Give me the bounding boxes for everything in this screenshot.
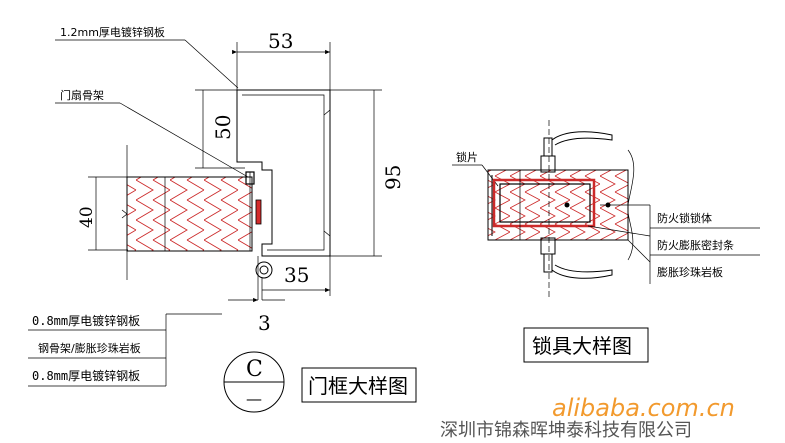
hinge-symbol bbox=[255, 256, 273, 300]
dimension-3: 3 bbox=[228, 297, 285, 335]
label-steel-pearlite: 钢骨架/膨胀珍珠岩板 bbox=[28, 341, 166, 359]
svg-text:35: 35 bbox=[284, 263, 309, 287]
label-galv-08-bottom: 0.8mm厚电镀锌钢板 bbox=[28, 369, 166, 387]
section-marker-c: C — bbox=[223, 351, 285, 413]
svg-text:0.8mm厚电镀锌钢板: 0.8mm厚电镀锌钢板 bbox=[32, 314, 140, 328]
svg-text:门扇骨架: 门扇骨架 bbox=[60, 88, 104, 102]
label-galv-08-top: 0.8mm厚电镀锌钢板 bbox=[28, 314, 166, 331]
svg-text:防火膨胀密封条: 防火膨胀密封条 bbox=[657, 238, 734, 252]
svg-text:50: 50 bbox=[211, 115, 235, 140]
svg-text:C: C bbox=[246, 357, 263, 382]
label-fire-lock-body: 防火锁锁体 bbox=[657, 211, 712, 225]
label-door-frame-bone: 门扇骨架 bbox=[55, 88, 249, 178]
label-fire-seal-strip: 防火膨胀密封条 bbox=[657, 238, 734, 252]
svg-text:53: 53 bbox=[268, 29, 293, 53]
label-galv-12: 1.2mm厚电镀锌钢板 bbox=[55, 25, 239, 89]
door-leaf-panel bbox=[121, 145, 262, 280]
svg-text:3: 3 bbox=[258, 311, 271, 335]
svg-text:深圳市锦森晖坤泰科技有限公司: 深圳市锦森晖坤泰科技有限公司 bbox=[440, 420, 692, 441]
frame-steel-profile bbox=[236, 89, 331, 257]
svg-text:钢骨架/膨胀珍珠岩板: 钢骨架/膨胀珍珠岩板 bbox=[38, 341, 141, 355]
dimension-50: 50 bbox=[195, 89, 245, 169]
svg-text:锁片: 锁片 bbox=[456, 150, 478, 164]
svg-text:95: 95 bbox=[381, 165, 405, 190]
svg-text:锁具大样图: 锁具大样图 bbox=[532, 334, 632, 358]
svg-text:门框大样图: 门框大样图 bbox=[308, 374, 408, 398]
svg-text:膨胀珍珠岩板: 膨胀珍珠岩板 bbox=[657, 265, 723, 279]
dimension-95: 95 bbox=[330, 89, 405, 257]
label-pearlite-board: 膨胀珍珠岩板 bbox=[657, 265, 723, 279]
lock-assembly bbox=[487, 120, 651, 298]
dimension-35: 35 bbox=[262, 256, 331, 296]
title-lock-detail: 锁具大样图 bbox=[523, 327, 649, 363]
title-frame-detail: 门框大样图 bbox=[301, 367, 417, 403]
svg-text:40: 40 bbox=[77, 206, 97, 228]
svg-text:0.8mm厚电镀锌钢板: 0.8mm厚电镀锌钢板 bbox=[32, 369, 140, 383]
dimension-53: 53 bbox=[232, 29, 331, 92]
dimension-40: 40 bbox=[77, 176, 128, 251]
watermark: alibaba.com.cn 深圳市锦森晖坤泰科技有限公司 bbox=[440, 394, 735, 441]
svg-text:—: — bbox=[246, 389, 262, 408]
svg-text:防火锁锁体: 防火锁锁体 bbox=[657, 211, 712, 225]
svg-text:alibaba.com.cn: alibaba.com.cn bbox=[552, 394, 735, 422]
svg-text:1.2mm厚电镀锌钢板: 1.2mm厚电镀锌钢板 bbox=[60, 25, 165, 39]
